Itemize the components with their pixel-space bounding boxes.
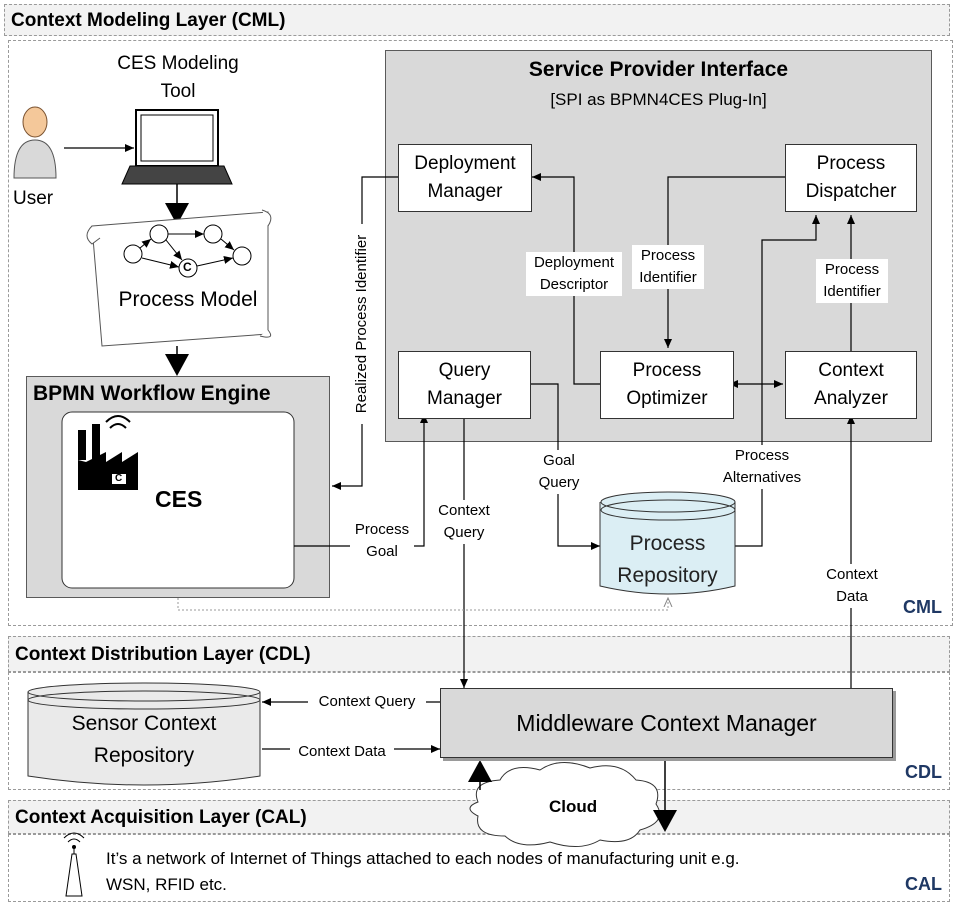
cdl-layer-title: Context Distribution Layer (CDL) [15,644,311,665]
context-data-vertical-line1: Context [826,566,878,583]
process-dispatcher-line1: Process [816,153,886,174]
deployment-manager-line2: Manager [427,181,503,202]
context-data-vertical-line2: Data [836,588,868,605]
process-identifier-label-left: Process Identifier [632,245,704,289]
cloud-icon [469,762,660,847]
process-repository-cylinder [599,491,736,595]
process-dispatcher-line2: Dispatcher [805,181,897,202]
cal-layer-body [8,834,950,902]
process-identifier-left-line2: Identifier [639,269,697,286]
cdl-layer-header: Context Distribution Layer (CDL) [8,636,950,672]
cloud-label: Cloud [549,797,598,816]
process-identifier-right-line2: Identifier [823,283,881,300]
antenna-icon [63,832,85,897]
deployment-descriptor-line2: Descriptor [539,276,609,293]
goal-query-line1: Goal [543,452,575,469]
context-analyzer-line2: Analyzer [814,388,888,409]
goal-query-line2: Query [538,474,580,491]
context-data-vertical-label: Context Data [818,564,886,608]
process-optimizer-line1: Process [632,360,702,381]
process-repository-label: Process Repository [600,528,735,592]
spi-subtitle: [SPI as BPMN4CES Plug-In] [550,90,767,109]
cal-description: It’s a network of Internet of Things att… [106,846,740,898]
process-identifier-label-right: Process Identifier [816,259,888,303]
modeling-tool-label-line1: CES Modeling [117,53,239,74]
laptop-icon [121,109,233,185]
cml-layer-tag: CML [903,597,942,617]
factory-icon [78,415,138,490]
context-query-vertical-label: Context Query [430,500,498,544]
sensor-repository-label: Sensor Context Repository [28,708,260,772]
middleware-context-manager[interactable]: Middleware Context Manager [440,688,893,758]
process-goal-line1: Process [354,521,410,538]
process-repository-line2: Repository [617,564,718,587]
process-alternatives-line2: Alternatives [722,469,802,486]
modeling-tool-label-line2: Tool [160,81,196,102]
workflow-engine-title: BPMN Workflow Engine [33,382,271,405]
cdl-layer-tag: CDL [905,762,942,782]
cal-layer-tag: CAL [905,874,942,894]
process-repository-line1: Process [629,532,706,555]
process-model-label: Process Model [118,288,258,311]
realized-process-identifier-label: Realized Process Identifier [352,224,372,424]
context-query-horizontal-label: Context Query [308,691,426,713]
cml-layer-header: Context Modeling Layer (CML) [4,4,950,36]
process-alternatives-line1: Process [734,447,790,464]
user-label: User [13,188,54,209]
query-manager-line1: Query [438,360,491,381]
modeling-tool-label: CES Modeling Tool [100,50,256,106]
middleware-label: Middleware Context Manager [516,709,817,736]
sensor-repository-cylinder [27,682,261,786]
factory-c-label: C [115,473,123,484]
cal-description-line1: It’s a network of Internet of Things att… [106,849,740,868]
goal-query-label: Goal Query [534,450,584,494]
query-manager-line2: Manager [427,388,502,409]
process-goal-label: Process Goal [350,519,414,563]
scroll-icon [86,209,272,347]
context-data-horizontal-label: Context Data [290,741,394,763]
process-optimizer-line2: Optimizer [626,388,708,409]
cal-description-line2: WSN, RFID etc. [106,875,227,894]
process-model-c-label: C [183,260,192,274]
spi-title: Service Provider Interface [528,58,789,81]
sensor-repository-line2: Repository [93,744,195,767]
process-alternatives-label: Process Alternatives [712,445,812,489]
deployment-manager-line1: Deployment [414,153,516,174]
context-query-vertical-line2: Query [443,524,485,541]
process-identifier-right-line1: Process [824,261,880,278]
cml-layer-title: Context Modeling Layer (CML) [11,10,286,31]
deployment-descriptor-line1: Deployment [533,254,615,271]
deployment-descriptor-label: Deployment Descriptor [526,252,622,296]
process-goal-line2: Goal [366,543,398,560]
cal-layer-title: Context Acquisition Layer (CAL) [15,807,307,828]
user-icon [13,106,57,179]
ces-label: CES [155,486,203,512]
context-query-vertical-line1: Context [438,502,490,519]
process-identifier-left-line1: Process [640,247,696,264]
sensor-repository-line1: Sensor Context [71,712,217,735]
context-analyzer-line1: Context [818,360,884,381]
